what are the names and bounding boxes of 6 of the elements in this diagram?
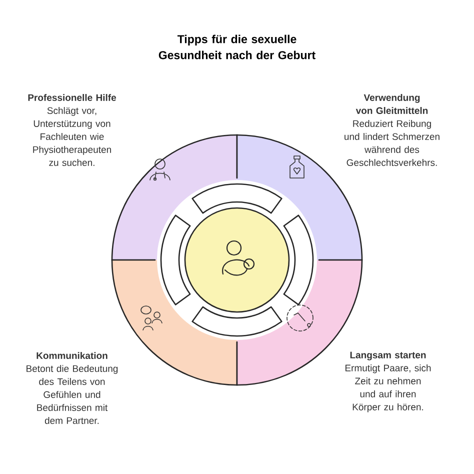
tip-text: Professionelle Hilfe Schlägt vor, Unterstützung von Fachleuten wie Physiotherapeuten zu suchen.	[28, 94, 116, 166]
title: Tipps für die sexuelle Gesundheit nach der Geburt	[158, 34, 316, 60]
center-circle	[184, 207, 290, 313]
tip-text: Langsam starten Ermutigt Paare, sich Zeit zu nehmen und auf ihren Körper zu hören.	[346, 352, 431, 412]
tip-text: Verwendung von Gleitmitteln Reduziert Reibung und lindert Schmerzen während des Geschlechtsverkehrs.	[344, 94, 440, 166]
tip-text: Kommunikation Betont die Bedeutung des Teilens von Gefühlen und Bedürfnissen mit dem Partner.	[26, 352, 118, 424]
